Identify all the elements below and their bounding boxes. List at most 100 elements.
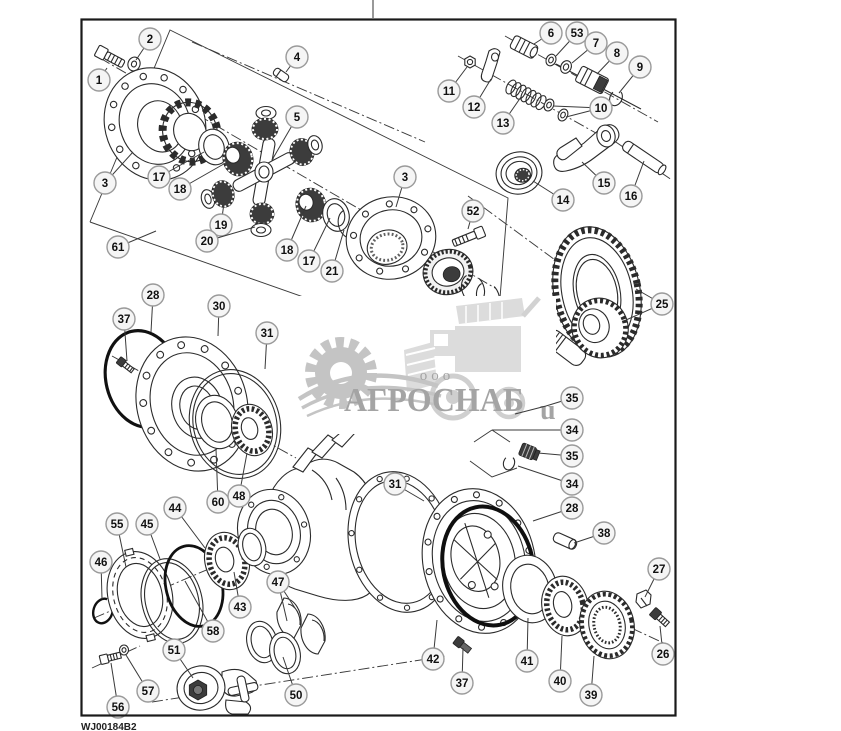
callout-circle [228,595,252,619]
callout-number: 13 [497,118,510,130]
callout-number: 1 [96,75,103,87]
part-ring-31 [188,369,282,479]
bolt-hole [160,74,168,82]
callout-18: 18 [275,205,307,262]
part-case-collar [158,98,222,166]
bolt-hole [121,82,129,90]
callout-number: 17 [153,172,166,184]
group-differential-carrier [94,44,323,238]
part-bolt-56 [98,651,123,665]
callout-number: 18 [281,245,294,257]
callout-circle [147,165,171,189]
part-coupling-14 [495,151,543,195]
callout-55: 55 [105,512,129,568]
callout-number: 56 [112,702,125,714]
callout-number: 3 [402,172,408,184]
part-plunger-6 [509,35,539,59]
part-bolt-1 [94,44,126,68]
callout-number: 8 [614,48,621,60]
callout-number: 19 [215,220,228,232]
callout-number: 21 [326,266,339,278]
callout-3: 3 [393,165,417,208]
part-bolt-37 [116,356,135,374]
callout-43: 43 [228,571,252,619]
callout-circle [135,512,159,536]
callout-number: 37 [118,314,131,326]
bolt-hole [433,512,441,520]
callout-35: 35 [537,444,584,468]
callout-circle [209,213,233,237]
bolt-hole [115,145,124,154]
bolt-hole [403,604,411,611]
callout-number: 58 [207,626,220,638]
callout-circle [320,259,344,283]
callout-number: 14 [557,195,570,207]
callout-circle [105,512,129,536]
callout-circle [136,679,160,703]
callout-8: 8 [596,41,629,75]
callout-circle [560,386,584,410]
callout-number: 60 [212,497,225,509]
bolt-hole [248,501,255,508]
callout-circle [565,21,589,45]
callout-circle [162,638,186,662]
bolt-hole [109,100,118,109]
callout-circle [560,496,584,520]
bolt-hole [300,521,308,528]
part-pin-4 [272,67,290,83]
callout-number: 42 [427,654,440,666]
callout-circle [87,68,111,92]
bolt-hole [355,254,363,262]
callout-61: 61 [106,230,157,259]
callout-number: 9 [637,62,643,74]
callout-circle [515,649,539,673]
callout-circle [461,199,485,223]
callout-circle [141,283,165,307]
group-hub-flange [103,329,282,479]
callout-circle [112,307,136,331]
bolt-hole [234,386,243,395]
bolt-hole [187,458,196,467]
callout-circle [491,111,515,135]
watermark-domain-suffix: u [540,395,556,426]
bolt-hole [385,200,393,208]
callout-58: 58 [184,580,225,643]
callout-5: 5 [271,105,309,161]
part-seal-rings-50 [246,620,301,675]
bolt-hole [428,495,435,502]
callout-number: 28 [147,290,160,302]
part-nut-11 [464,55,476,69]
callout-circle [106,235,130,259]
callout-19: 19 [209,202,233,237]
part-pin-38 [552,532,578,550]
bolt-hole [210,455,218,464]
part-lockwasher-2 [127,56,141,72]
callout-circle [195,229,219,253]
part-gear-39 [579,590,635,660]
bolt-hole [420,248,429,256]
callout-27: 27 [644,557,671,598]
callout-number: 12 [468,102,481,114]
callout-number: 45 [141,519,154,531]
callout-number: 5 [294,112,301,124]
callout-circle [106,695,130,719]
bolt-hole [495,499,503,507]
bolt-hole [401,265,410,273]
callout-circle [266,570,290,594]
callout-37: 37 [112,307,136,362]
callout-38: 38 [573,521,616,545]
callout-number: 34 [566,479,579,491]
callout-circle [93,171,117,195]
watermark-company-name: АГРОСНАБ [344,382,524,419]
diagram-frame [80,18,677,717]
callout-number: 3 [102,178,108,190]
bolt-hole [425,568,433,576]
callout-57: 57 [125,654,160,703]
callout-45: 45 [135,512,161,560]
part-pinion-gear-top [251,117,279,141]
callout-number: 30 [213,301,226,313]
callout-4: 4 [285,45,309,73]
callout-number: 15 [598,178,611,190]
